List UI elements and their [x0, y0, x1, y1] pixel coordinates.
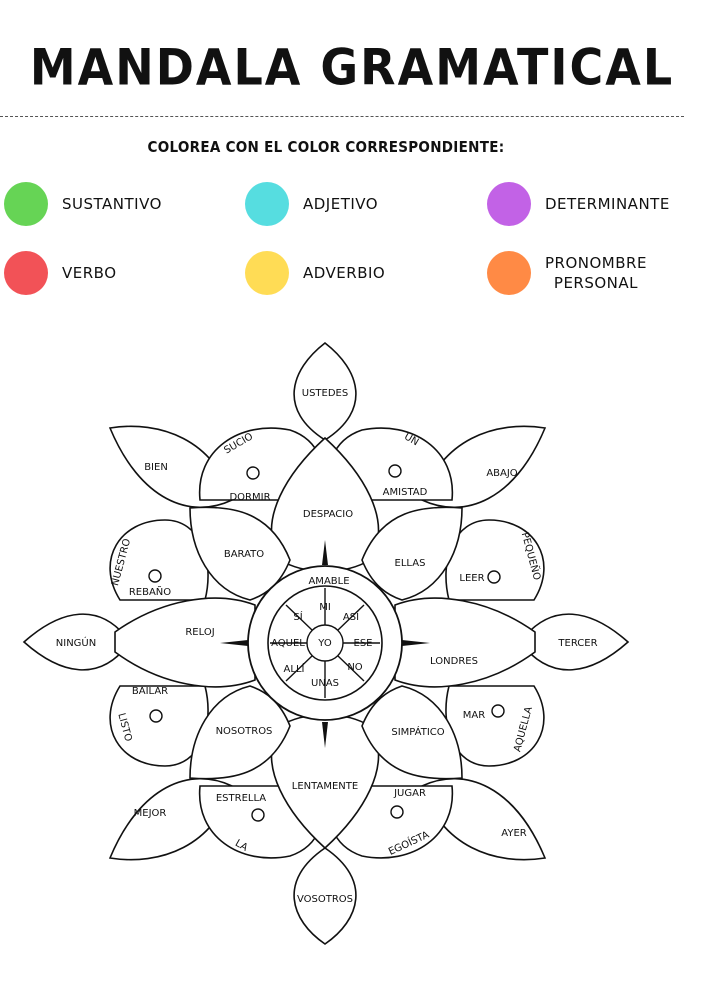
word-lentamente: LENTAMENTE — [292, 781, 358, 792]
orange-color-dot — [487, 251, 531, 295]
word-abajo: ABAJO — [486, 468, 517, 479]
dashed-divider — [0, 116, 684, 117]
spike-icon — [322, 540, 328, 565]
word-amable: AMABLE — [308, 576, 349, 587]
word-mi: MI — [319, 602, 331, 613]
legend-label: DETERMINANTE — [545, 195, 670, 213]
green-color-dot — [4, 182, 48, 226]
circle-marker[interactable] — [388, 464, 402, 478]
page-title: MANDALA GRAMATICAL — [29, 37, 675, 97]
legend-sustantivo: SUSTANTIVO — [4, 182, 162, 226]
circle-marker[interactable] — [149, 709, 163, 723]
legend-label: VERBO — [62, 264, 117, 282]
center-segments — [270, 588, 380, 698]
word-jugar: JUGAR — [393, 788, 426, 799]
word-ese: ESE — [354, 638, 373, 649]
legend-label: PRONOMBRE PERSONAL — [545, 253, 647, 293]
circle-marker[interactable] — [390, 805, 404, 819]
lobe-right-bottom[interactable] — [445, 685, 545, 767]
word-dormir: DORMIR — [229, 492, 270, 503]
word-unas: UNAS — [311, 678, 339, 689]
cyan-color-dot — [245, 182, 289, 226]
inner-petal-lr[interactable] — [361, 685, 463, 780]
red-color-dot — [4, 251, 48, 295]
word-ustedes: USTEDES — [302, 388, 348, 399]
circle-marker[interactable] — [487, 570, 501, 584]
legend-verbo: VERBO — [4, 251, 117, 295]
word-bailar: BAILAR — [132, 686, 168, 697]
legend-adjetivo: ADJETIVO — [245, 182, 378, 226]
word-tercer: TERCER — [557, 638, 597, 649]
legend-determinante: DETERMINANTE — [487, 182, 670, 226]
yellow-color-dot — [245, 251, 289, 295]
word-mar: MAR — [463, 710, 485, 721]
mandala-drawing: USTEDES VOSOTROS NINGÚN TERCER BIEN SUCI… — [22, 341, 630, 945]
lobe-right-top[interactable] — [445, 519, 545, 601]
word-ellas: ELLAS — [395, 558, 426, 569]
word-simpatico: SIMPÁTICO — [391, 725, 444, 738]
word-bien: BIEN — [144, 462, 168, 473]
word-mejor: MEJOR — [134, 808, 167, 819]
circle-marker[interactable] — [246, 466, 260, 480]
word-londres: LONDRES — [430, 656, 478, 667]
word-aquel: AQUEL — [271, 638, 305, 649]
word-no: NO — [347, 662, 362, 673]
word-ningun: NINGÚN — [56, 636, 96, 649]
word-vosotros: VOSOTROS — [297, 894, 353, 905]
spike-icon — [402, 640, 430, 646]
circle-marker[interactable] — [251, 808, 265, 822]
word-reloj: RELOJ — [185, 627, 214, 638]
spike-icon — [220, 640, 248, 646]
legend-label: ADJETIVO — [303, 195, 379, 213]
legend-label: ADVERBIO — [303, 264, 386, 282]
instruction-text: COLOREA CON EL COLOR CORRESPONDIENTE: — [147, 138, 505, 156]
word-estrella: ESTRELLA — [216, 793, 266, 804]
word-asi: ASÍ — [343, 610, 359, 623]
word-nosotros: NOSOTROS — [216, 726, 273, 737]
inner-petal-ur[interactable] — [361, 506, 463, 601]
legend-label-line: PERSONAL — [553, 274, 639, 292]
word-alli: ALLÍ — [284, 662, 305, 675]
legend-label: SUSTANTIVO — [62, 195, 162, 213]
word-amistad: AMISTAD — [383, 487, 428, 498]
word-rebano: REBAÑO — [129, 585, 171, 598]
legend-label-line: PRONOMBRE — [545, 254, 647, 272]
circle-marker[interactable] — [491, 704, 505, 718]
legend-adverbio: ADVERBIO — [245, 251, 385, 295]
word-yo: YO — [317, 638, 332, 649]
spike-icon — [322, 722, 328, 748]
purple-color-dot — [487, 182, 531, 226]
word-leer: LEER — [459, 573, 484, 584]
word-barato: BARATO — [224, 549, 264, 560]
circle-marker[interactable] — [148, 569, 162, 583]
word-ayer: AYER — [501, 828, 526, 839]
word-si: SÍ — [293, 610, 302, 623]
word-despacio: DESPACIO — [303, 509, 353, 520]
legend-pronombre-personal: PRONOMBRE PERSONAL — [487, 251, 647, 295]
